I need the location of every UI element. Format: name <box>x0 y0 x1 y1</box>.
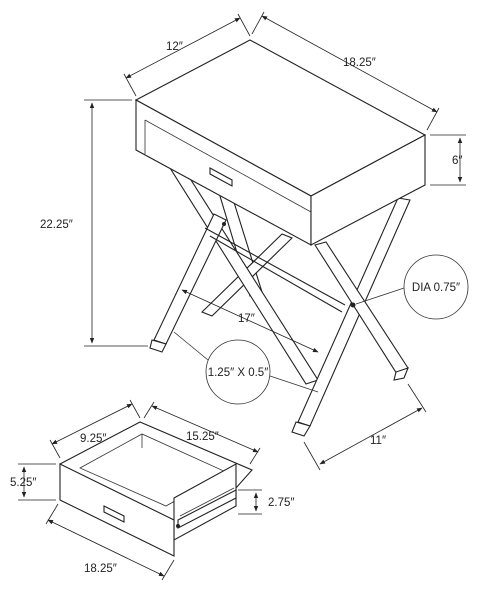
callout-circle-icon <box>205 339 271 405</box>
label-drawer-box-height: 2.75″ <box>268 497 294 509</box>
callout-diameter: DIA 0.75″ <box>355 254 469 320</box>
pivot-bolt-left-icon <box>222 222 226 226</box>
callout-circle-icon <box>403 254 469 320</box>
callout-leg-section: 1.25″ X 0.5″ <box>173 331 319 405</box>
label-drawer-front-height: 6″ <box>452 155 462 167</box>
drawer-dimension-lines <box>18 399 262 581</box>
label-total-height: 22.25″ <box>40 219 73 231</box>
label-drawer-inner-width: 15.25″ <box>186 431 219 443</box>
label-drawer-height: 5.25″ <box>10 477 36 489</box>
drawer-handle-icon <box>209 167 233 187</box>
label-drawer-front-width: 18.25″ <box>84 563 117 575</box>
label-drawer-inner-depth: 9.25″ <box>80 433 106 445</box>
label-leg-section: 1.25″ X 0.5″ <box>208 367 269 379</box>
end-table <box>134 39 427 437</box>
label-base-depth: 11″ <box>370 435 386 447</box>
foot-front-right <box>291 421 311 437</box>
table-top <box>134 39 427 246</box>
label-leg-diameter: DIA 0.75″ <box>412 282 460 294</box>
label-top-width: 18.25″ <box>343 57 376 69</box>
foot-front-left <box>149 339 167 353</box>
label-leg-span: 17″ <box>238 313 255 325</box>
table-dimension-lines <box>84 11 466 471</box>
pivot-bolt-icon <box>350 302 356 308</box>
label-top-depth: 12″ <box>166 41 183 53</box>
foot-back-right <box>393 367 409 381</box>
